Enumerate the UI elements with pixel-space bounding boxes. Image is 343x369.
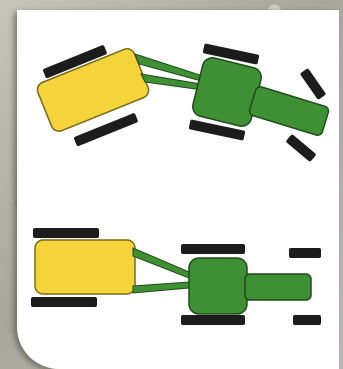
- trailer-track-left-top: [43, 45, 107, 79]
- tractor-front-wheel-top: [300, 68, 326, 100]
- tractor-track-rear-bottom: [181, 315, 245, 325]
- tractor-track-rear-top: [181, 244, 245, 254]
- tractor-front-wheel-top: [289, 248, 321, 258]
- trailer-body: [36, 48, 150, 132]
- diagram-panel: [17, 10, 339, 369]
- hitch-arm: [132, 247, 190, 279]
- trailer-body: [34, 239, 136, 295]
- tractor-hood: [248, 86, 330, 136]
- tractor-track-rear-bottom: [188, 119, 246, 141]
- tractor-cab: [192, 57, 262, 127]
- tractor-track-rear-top: [202, 43, 260, 65]
- tractor-front-wheel-bottom: [286, 134, 316, 162]
- straight-configuration: [31, 228, 321, 325]
- tractor-trailer-diagram: [31, 43, 330, 325]
- turning-configuration: [36, 43, 330, 162]
- tractor-cab: [188, 257, 248, 315]
- trailer-track-top: [33, 228, 99, 238]
- trailer-track-left-bottom: [74, 113, 138, 147]
- trailer-track-bottom: [31, 297, 97, 307]
- hitch-arm: [132, 281, 190, 294]
- tractor-front-wheel-bottom: [293, 315, 321, 325]
- tractor-hood: [244, 273, 312, 301]
